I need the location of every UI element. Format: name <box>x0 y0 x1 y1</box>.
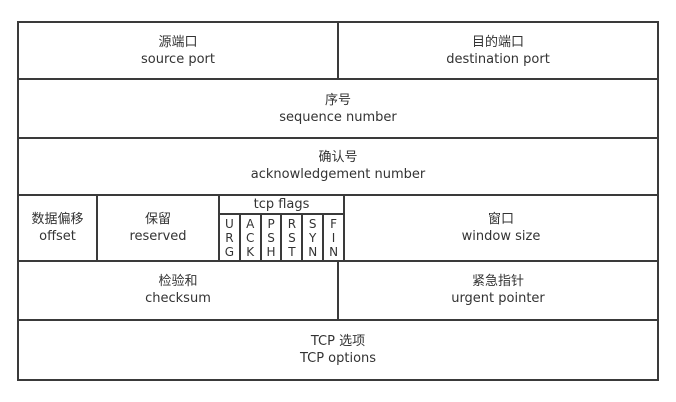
row-acknowledgement-number: 确认号 acknowledgement number <box>19 139 657 197</box>
flag-fin-letter-1: I <box>331 230 336 245</box>
tcp-flags-columns: U R G A C K P S H R <box>220 215 343 261</box>
field-tcp-flags: tcp flags U R G A C K P S <box>220 196 345 261</box>
field-urgent-pointer-label-en: urgent pointer <box>451 291 545 307</box>
field-tcp-options: TCP 选项 TCP options <box>19 321 657 379</box>
field-window-size-label-cn: 窗口 <box>487 212 514 228</box>
flag-urg: U R G <box>220 215 241 261</box>
field-tcp-options-label-en: TCP options <box>299 350 377 366</box>
row-checksum-urgent-pointer: 检验和 checksum 紧急指针 urgent pointer <box>19 262 657 321</box>
flag-ack-letter-1: C <box>246 230 255 245</box>
flag-urg-letter-1: R <box>225 230 234 245</box>
field-acknowledgement-number-label-cn: 确认号 <box>318 150 358 166</box>
field-source-port: 源端口 source port <box>19 23 339 79</box>
tcp-flags-box: tcp flags U R G A C K P S <box>220 196 343 261</box>
flag-syn-letter-1: Y <box>309 230 317 245</box>
flag-fin-letter-0: F <box>330 216 337 231</box>
field-urgent-pointer: 紧急指针 urgent pointer <box>339 262 657 318</box>
flag-psh-letter-0: P <box>267 216 275 231</box>
flag-psh-letter-2: H <box>266 244 276 259</box>
field-data-offset: 数据偏移 offset <box>19 196 98 261</box>
field-tcp-options-label-cn: TCP 选项 <box>310 333 366 349</box>
field-reserved-label-en: reserved <box>129 229 187 245</box>
flag-psh-letter-1: S <box>267 230 275 245</box>
field-source-port-label-en: source port <box>141 51 215 67</box>
flag-urg-letter-0: U <box>225 216 234 231</box>
flag-ack: A C K <box>241 215 262 261</box>
row-sequence-number: 序号 sequence number <box>19 80 657 139</box>
row-tcp-options: TCP 选项 TCP options <box>19 321 657 379</box>
field-acknowledgement-number-label-en: acknowledgement number <box>250 167 426 183</box>
field-sequence-number-label-cn: 序号 <box>324 92 351 108</box>
flag-ack-letter-0: A <box>246 216 255 231</box>
field-sequence-number: 序号 sequence number <box>19 80 657 136</box>
field-destination-port: 目的端口 destination port <box>339 23 657 78</box>
flag-syn: S Y N <box>303 215 325 261</box>
field-checksum: 检验和 checksum <box>19 262 339 319</box>
field-reserved-label-cn: 保留 <box>144 212 171 228</box>
field-checksum-label-cn: 检验和 <box>158 274 198 290</box>
field-reserved: 保留 reserved <box>98 196 220 261</box>
field-destination-port-label-en: destination port <box>446 51 550 67</box>
flag-urg-letter-2: G <box>224 244 235 259</box>
field-acknowledgement-number: 确认号 acknowledgement number <box>19 139 657 194</box>
field-destination-port-label-cn: 目的端口 <box>471 34 524 50</box>
field-urgent-pointer-label-cn: 紧急指针 <box>471 274 524 290</box>
flag-syn-letter-2: N <box>308 244 318 259</box>
flag-fin: F I N <box>324 215 343 260</box>
flag-rst-letter-1: S <box>288 230 296 245</box>
flag-syn-letter-0: S <box>308 216 317 231</box>
flag-ack-letter-2: K <box>246 244 255 259</box>
flag-psh: P S H <box>262 215 283 261</box>
field-data-offset-label-cn: 数据偏移 <box>31 212 84 228</box>
row-offset-reserved-flags-window: 数据偏移 offset 保留 reserved tcp flags U R G … <box>19 196 657 263</box>
field-window-size-label-en: window size <box>461 229 541 245</box>
field-source-port-label-cn: 源端口 <box>158 34 198 50</box>
field-checksum-label-en: checksum <box>145 291 211 307</box>
tcp-flags-title: tcp flags <box>220 196 343 216</box>
flag-rst: R S T <box>282 215 304 261</box>
tcp-header-diagram: 源端口 source port 目的端口 destination port 序号… <box>17 21 659 381</box>
field-window-size: 窗口 window size <box>345 196 657 260</box>
flag-rst-letter-0: R <box>287 216 297 231</box>
field-data-offset-label-en: offset <box>39 229 76 245</box>
flag-fin-letter-2: N <box>329 244 339 259</box>
flag-rst-letter-2: T <box>288 244 296 259</box>
field-sequence-number-label-en: sequence number <box>279 109 397 125</box>
row-ports: 源端口 source port 目的端口 destination port <box>19 23 657 81</box>
